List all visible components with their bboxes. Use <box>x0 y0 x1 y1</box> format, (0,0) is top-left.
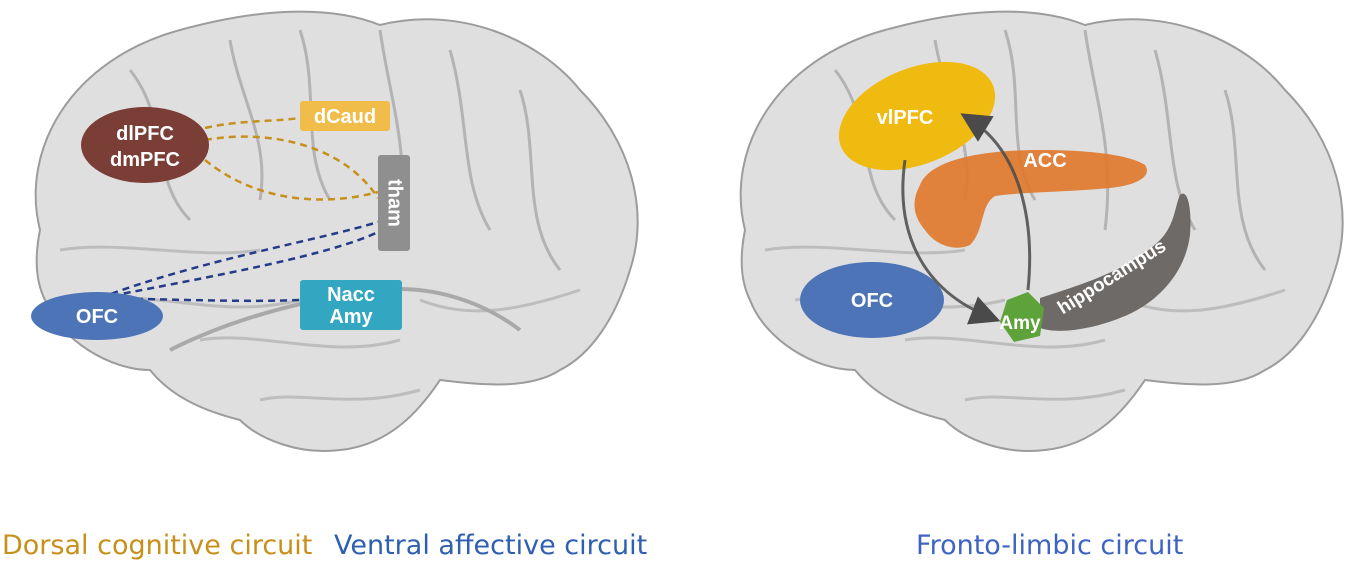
dorsal-circuit-caption: Dorsal cognitive circuit <box>2 530 313 561</box>
dlpfc-node <box>81 107 209 183</box>
ofc-label-left: OFC <box>76 306 118 328</box>
vlpfc-region: vlPFC <box>838 61 996 171</box>
hippocampus-node <box>1040 193 1191 331</box>
dcaud-region: dCaud <box>300 101 390 131</box>
tham-node <box>378 155 410 251</box>
ofc-label-right: OFC <box>851 290 893 312</box>
left-brain <box>34 10 639 452</box>
left-brain-sulcus <box>59 245 581 402</box>
dmpfc-tham-connection <box>204 159 379 201</box>
ventral-connections <box>99 220 379 303</box>
nacc-label: Nacc <box>327 284 375 306</box>
ofc-node-right <box>800 262 944 338</box>
dcaud-node <box>300 101 390 131</box>
vlpfc-label: vlPFC <box>877 107 934 129</box>
acc-region: ACC <box>914 150 1147 248</box>
ofc-node-left <box>31 292 163 340</box>
amy-label-left: Amy <box>329 306 373 328</box>
left-brain-outline <box>34 10 639 452</box>
ventral-circuit-caption: Ventral affective circuit <box>334 530 648 561</box>
tham-label: tham <box>384 179 406 227</box>
ofc-tham-connection-upper <box>99 220 379 300</box>
ofc-tham-connection-lower <box>99 230 379 300</box>
amy-node-right <box>1000 292 1044 342</box>
dmpfc-label: dmPFC <box>110 149 180 171</box>
vlpfc-node <box>838 61 996 171</box>
vlpfc-to-amy-arrow <box>901 159 1001 325</box>
dlpfc-label: dlPFC <box>116 123 174 145</box>
fronto-limbic-arrows <box>901 113 1032 325</box>
ofc-region-right: OFC <box>800 262 944 338</box>
amy-region-right: Amy <box>999 292 1044 342</box>
dorsal-connections <box>204 116 380 201</box>
nacc-amy-region: Nacc Amy <box>300 280 402 330</box>
acc-node <box>914 150 1147 248</box>
right-brain-outline <box>739 10 1344 452</box>
right-brain <box>739 10 1344 452</box>
dlpfc-dcaud-connection <box>204 116 301 130</box>
tham-region: tham <box>378 155 410 251</box>
amy-to-vlpfc-arrow <box>960 113 1032 291</box>
ofc-nacc-connection <box>99 296 301 303</box>
acc-label: ACC <box>1023 150 1066 172</box>
nacc-amy-node <box>300 280 402 330</box>
fronto-limbic-circuit-caption: Fronto-limbic circuit <box>916 530 1184 561</box>
ofc-region-left: OFC <box>31 292 163 340</box>
dlpfc-region: dlPFC dmPFC <box>81 107 209 183</box>
dcaud-label: dCaud <box>314 106 376 128</box>
amy-label-right: Amy <box>999 313 1041 334</box>
